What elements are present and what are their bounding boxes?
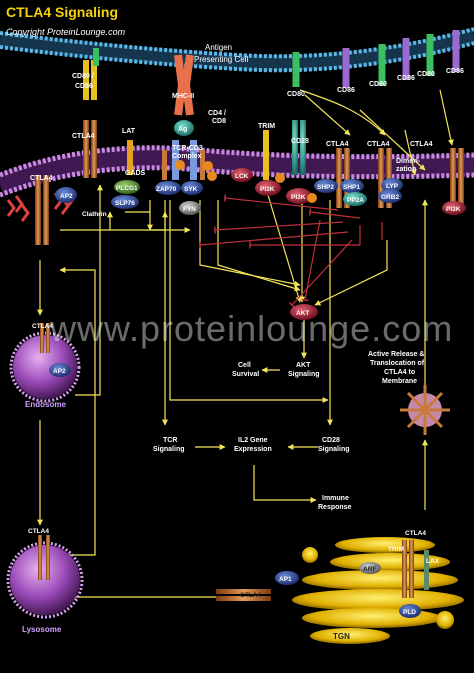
copyright-notice: Copyright ProteinLounge.com (6, 27, 126, 37)
lyp-label: LYP (386, 183, 399, 190)
ctla4-far-label: CTLA4 (410, 141, 433, 148)
apc-ligands (93, 30, 460, 88)
cd80-cd86-label-1: CD80 / (72, 73, 94, 80)
cd86-label-2: CD86 (397, 75, 415, 82)
tgn-ctla4-top-label: CTLA4 (405, 530, 426, 537)
tcr-cd3-label-2: Complex (172, 153, 202, 160)
active-release-label-2: Translocation of (370, 360, 425, 367)
tcr-signaling-label-2: Signaling (153, 446, 185, 453)
lck-label: LCK (235, 173, 249, 180)
immune-response-label-1: Immune (322, 495, 349, 502)
akt-signaling-label-2: Signaling (288, 371, 320, 378)
shp1-label: SHP1 (343, 184, 360, 191)
tgn-trim-label: TRIM (388, 546, 404, 553)
tcr-cd3-label-1: TCR-CD3 (172, 145, 203, 152)
mhc-tcr-complex (162, 54, 205, 180)
clathrin-label: Clathrin (82, 211, 107, 218)
ag-label: Ag (178, 126, 187, 133)
gads-label: GADS (125, 170, 146, 177)
tgn-ctla4-label: CTLA4 (240, 592, 261, 599)
cd80-label-3: CD80 (417, 71, 435, 78)
active-release-label-1: Active Release & (368, 351, 424, 358)
pi3k-b-label: PI3K (291, 194, 306, 201)
apc-membrane (0, 27, 474, 73)
ctla4-mid-label: CTLA4 (326, 141, 349, 148)
diagram-title: CTLA4 Signaling (6, 4, 118, 20)
ctla4-left-label: CTLA4 (72, 133, 95, 140)
trim-label: TRIM (258, 123, 275, 130)
apc-label-2: Presenting Cell (194, 55, 248, 64)
il2-label-1: IL2 Gene (238, 437, 268, 444)
mhc-label: MHC-II (172, 93, 194, 100)
signaling-nodes (55, 160, 466, 320)
active-release-label-4: Membrane (382, 378, 417, 385)
tcr-signaling-label-1: TCR (163, 437, 177, 444)
endosome-ap2-label: AP2 (53, 368, 66, 375)
shp2-label: SHP2 (317, 184, 334, 191)
lat-label: LAT (122, 128, 136, 135)
lysosome-label: Lysosome (22, 625, 62, 634)
pi3k-a-label: PI3K (260, 186, 275, 193)
endosome-ctla4-label: CTLA4 (32, 323, 53, 330)
cd28-signaling-label-2: Signaling (318, 446, 350, 453)
cell-survival-label-2: Survival (232, 371, 259, 378)
immune-response-label-2: Response (318, 504, 352, 511)
cell-survival-label-1: Cell (238, 362, 251, 369)
akt-label: AKT (296, 310, 309, 317)
pi3k-c-label: PI3K (446, 206, 461, 213)
watermark: www.proteinlounge.com (50, 308, 454, 349)
activation-arrows (37, 89, 454, 600)
fyn-label: FYN (183, 206, 196, 213)
pp2a-label: PP2A (347, 197, 364, 204)
ctla4-right-label: CTLA4 (367, 141, 390, 148)
syk-label: SYK (184, 186, 198, 193)
lysosome-ctla4-label: CTLA4 (28, 528, 49, 535)
endosome-label: Endosome (25, 400, 66, 409)
trans-golgi-network (216, 537, 464, 644)
ap2-label: AP2 (60, 193, 73, 200)
cd4-cd8-label-1: CD4 / (208, 110, 226, 117)
cd80-label-2: CD80 (369, 81, 387, 88)
labels-layer: Antigen Presenting Cell CD80 / CD86 MHC-… (22, 43, 464, 641)
ctla4-cytoplasm-label: CTLA4 (30, 175, 53, 182)
cd80-label: CD80 (287, 91, 305, 98)
cd80-cd86-label-2: CD86 (75, 83, 93, 90)
ap1-label: AP1 (279, 576, 292, 583)
dimerization-label-2: zation (396, 166, 416, 173)
cd4-cd8-label-2: CD8 (212, 118, 226, 125)
active-release-label-3: CTLA4 to (384, 369, 415, 376)
cd28-signaling-label-1: CD28 (322, 437, 340, 444)
cd28-label: CD28 (291, 138, 309, 145)
il2-label-2: Expression (234, 446, 272, 453)
endosome (9, 323, 81, 403)
slp76-label: SLP76 (115, 200, 135, 207)
cd86-label: CD86 (337, 87, 355, 94)
lysosome (6, 535, 84, 619)
dimerization-label-1: Dimeri- (396, 158, 421, 165)
pld-label: PLD (403, 609, 416, 616)
inhibition-lines (198, 194, 383, 308)
cd86-label-3: CD86 (446, 68, 464, 75)
arf-label: ARF (363, 566, 376, 573)
apc-label-1: Antigen (205, 43, 232, 52)
grb2-label: GRB2 (381, 194, 399, 201)
secretory-vesicle (400, 385, 450, 435)
plcg1-label: PLCG1 (116, 185, 138, 192)
tgn-lax-label: LAX (426, 558, 440, 565)
akt-signaling-label-1: AKT (296, 362, 311, 369)
tcell-receptors (127, 120, 464, 208)
ctla4-left-receptor (35, 60, 97, 245)
tgn-label: TGN (333, 632, 350, 641)
zap70-label: ZAP70 (156, 186, 177, 193)
